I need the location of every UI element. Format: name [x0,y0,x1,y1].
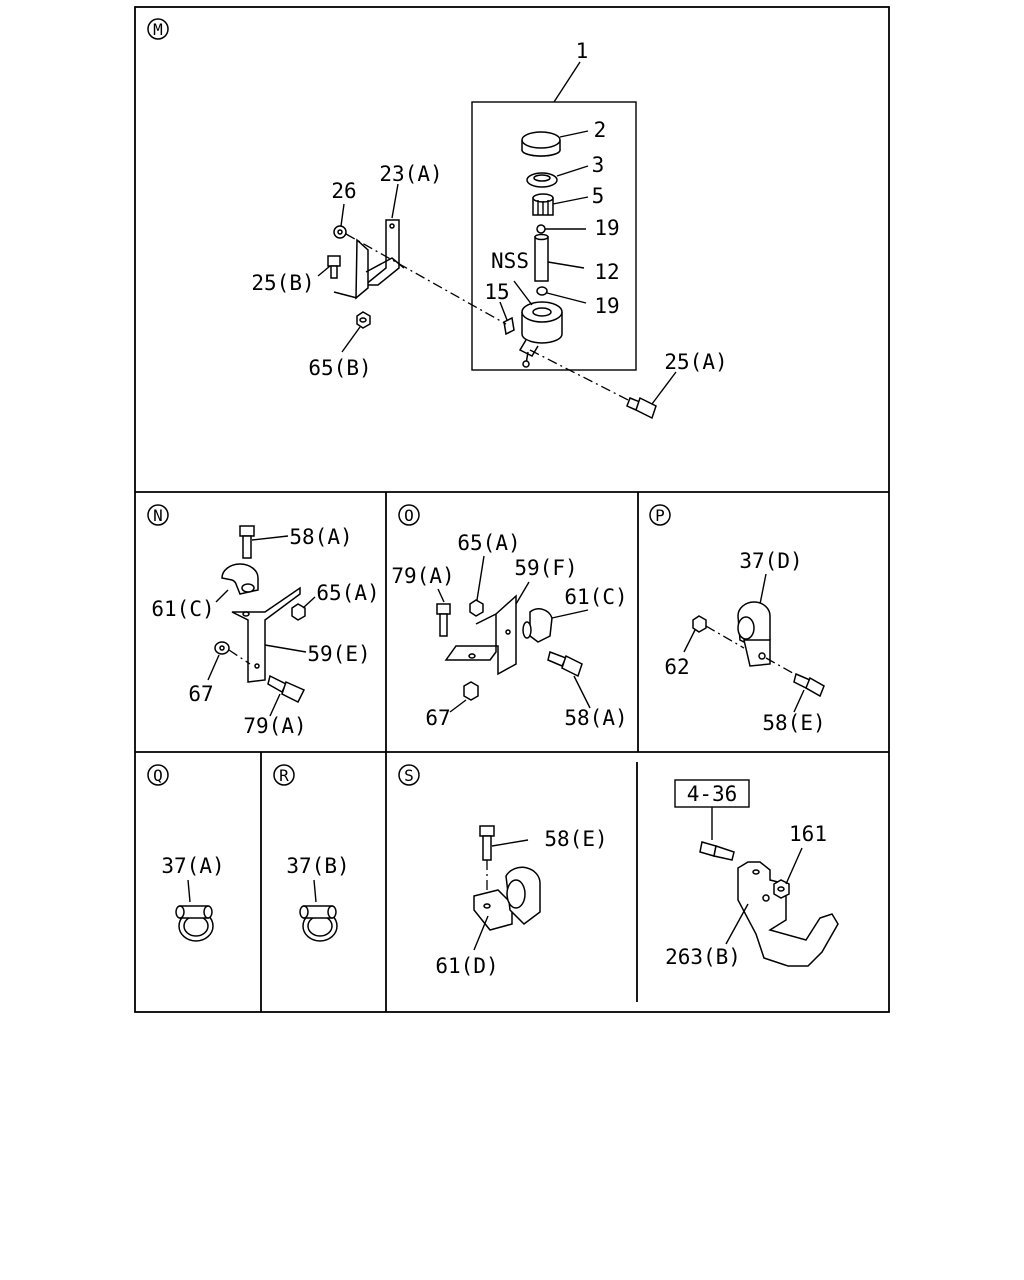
label-part-12: 12 [594,260,619,284]
bolt-25b-part [327,255,341,279]
label-part-26: 26 [331,179,356,203]
bracket-23a-part [333,219,405,300]
nut-65b-part [356,311,371,329]
label-part-15: 15 [484,280,509,304]
label-s-61d: 61(D) [435,954,498,978]
bolt-s-58e-part [479,825,495,861]
label-part-5: 5 [592,184,605,208]
panel-m-marker [147,18,169,40]
bolt-79a-part [267,674,306,704]
hose-clamp-37b-part [299,905,338,942]
panel-q-marker [147,764,169,786]
label-n-67: 67 [188,682,213,706]
label-part-23a: 23(A) [379,162,442,186]
label-p-62: 62 [664,655,689,679]
label-t-263b: 263(B) [665,945,741,969]
panel-m-letter: M [153,20,163,39]
reservoir-cap-part [521,131,561,157]
washer-67-part [214,641,230,655]
label-q-37a: 37(A) [161,854,224,878]
label-n-79a: 79(A) [243,714,306,738]
panel-n-letter: N [153,506,163,525]
label-p-37d: 37(D) [739,549,802,573]
label-s-58e: 58(E) [544,827,607,851]
panel-s-letter: S [404,766,414,785]
clamp-s-61d-part [473,866,541,931]
panel-n-marker [147,504,169,526]
label-n-58a: 58(A) [289,525,352,549]
label-o-67: 67 [425,706,450,730]
bolt-o-58a-part [547,651,583,678]
label-part-3: 3 [592,153,605,177]
clip-19-upper [536,224,546,234]
bolt-p-58e-part [793,672,825,698]
panel-r: R 37(B) [273,764,350,942]
nut-161-part [773,879,790,899]
panel-r-marker [273,764,295,786]
nut-65a-part [291,603,306,621]
reference-4-36: 4-36 [687,782,738,806]
diagram-frame [134,6,890,1013]
panel-bracket-263b: 4-36 161 263(B) [665,779,839,969]
panel-r-letter: R [279,766,289,785]
label-nss: NSS [491,249,529,273]
bolt-o-79a-part [436,603,451,637]
label-t-161: 161 [789,822,827,846]
label-o-59f: 59(F) [514,556,577,580]
bolt-t-part [699,841,735,861]
label-part-19-lower: 19 [594,294,619,318]
nut-o-67-part [463,681,479,701]
hose-clamp-37a-part [175,905,214,942]
nut-p-62-part [692,615,707,633]
label-o-61c: 61(C) [564,585,627,609]
label-n-59e: 59(E) [307,642,370,666]
hose-part [534,233,549,282]
bolt-58a-part [239,525,255,559]
clip-15-part [503,316,515,336]
label-part-19-upper: 19 [594,216,619,240]
label-o-58a: 58(A) [564,706,627,730]
panel-p-letter: P [655,506,665,525]
cap-seal-part [526,172,558,188]
panel-o: O 65(A) 79(A) 59(F) 61(C) [391,504,628,730]
clamp-p-37d-part [737,601,771,667]
panel-s: S 58(E) 61(D) [398,764,608,978]
bracket-263b-part [737,861,839,967]
leader-1 [553,61,581,103]
clamp-o-61c-part [522,608,553,643]
panel-q-letter: Q [153,766,163,785]
label-part-1: 1 [576,39,589,63]
bolt-25a-part [626,396,657,420]
strainer-part [532,193,554,216]
panel-n: N 58(A) 61(C) 59(E) 65(A) [147,504,380,738]
panel-o-marker [398,504,420,526]
label-n-65a: 65(A) [316,581,379,605]
label-o-65a: 65(A) [457,531,520,555]
label-r-37b: 37(B) [286,854,349,878]
panel-p-marker [649,504,671,526]
panel-s-marker [398,764,420,786]
label-p-58e: 58(E) [762,711,825,735]
bracket-59e-part [231,586,301,683]
panel-q: Q 37(A) [147,764,225,942]
panel-o-letter: O [404,506,414,525]
panel-m: M 1 2 3 5 19 [147,18,728,420]
label-part-2: 2 [594,118,607,142]
label-part-25b: 25(B) [251,271,314,295]
reservoir-body-part [518,301,563,368]
bracket-59f-part [444,594,517,676]
label-part-25a: 25(A) [664,350,727,374]
label-part-65b: 65(B) [308,356,371,380]
label-o-79a: 79(A) [391,564,454,588]
panel-p: P 37(D) 62 58(E) [649,504,826,735]
clip-19-lower [536,286,548,296]
clamp-61c-part [221,563,259,595]
label-n-61c: 61(C) [151,597,214,621]
nut-o-65a-part [469,599,484,617]
